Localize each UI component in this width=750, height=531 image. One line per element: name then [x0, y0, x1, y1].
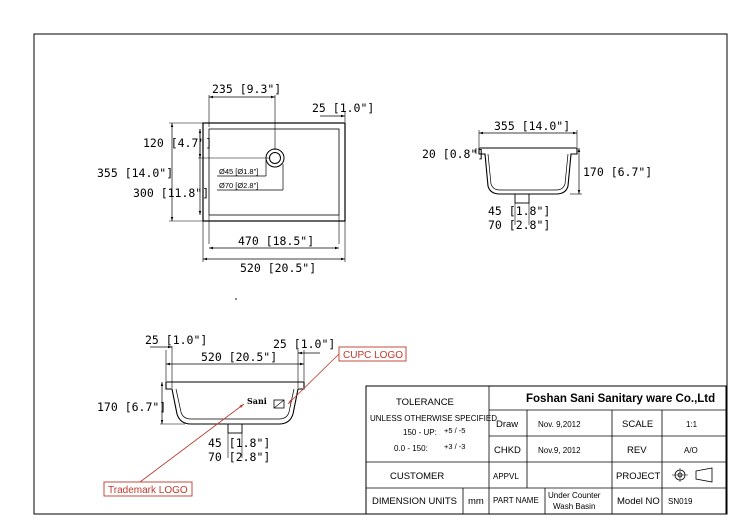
- front-dim-70-label: 70 [2.8"]: [208, 450, 270, 464]
- basin-profile-front: [165, 381, 305, 425]
- drain-stub-side: [514, 193, 530, 204]
- title-block: TOLERANCE UNLESS OTHERWISE SPECIFIED 150…: [365, 385, 727, 515]
- front-dim-170-label: 170 [6.7"]: [97, 400, 166, 414]
- side-view: 355 [14.0"] 20 [0.8"] 170 [6.7"] 45 [1.8…: [422, 119, 652, 232]
- hole-45-label: Ø45 [Ø1.8"]: [219, 167, 258, 176]
- front-dim-45-label: 45 [1.8"]: [208, 436, 270, 450]
- rev-label: REV: [627, 445, 647, 456]
- chkd-date: Nov.9, 2012: [538, 446, 581, 455]
- side-dim-70-label: 70 [2.8"]: [488, 218, 550, 232]
- model-no-label: Model NO: [617, 496, 660, 507]
- basin-outline-top: [202, 122, 346, 222]
- trademark-callout-box: [103, 481, 193, 497]
- draw-date: Nov. 9,2012: [538, 420, 581, 429]
- drain-hole-inner: [269, 152, 281, 164]
- cupc-leader: [287, 353, 340, 405]
- dim-235-label: 235 [9.3"]: [212, 82, 281, 96]
- rev-value: A/O: [684, 446, 698, 455]
- project-label: PROJECT: [616, 471, 661, 482]
- dim-300-label: 300 [11.8"]: [133, 186, 209, 200]
- cupc-callout-label: CUPC LOGO: [343, 350, 403, 361]
- dim-355-label: 355 [14.0"]: [97, 166, 173, 180]
- projection-symbol-icon: [672, 467, 713, 483]
- front-dim-520-label: 520 [20.5"]: [201, 350, 277, 364]
- cupc-logo-hatch: [273, 399, 285, 409]
- tolerance-row-2-value: +3 / -3: [444, 442, 465, 451]
- appvl-label: APPVL: [493, 472, 519, 481]
- chkd-label: CHKD: [494, 445, 521, 456]
- tolerance-heading: TOLERANCE: [396, 397, 454, 408]
- drain-stub-front: [227, 423, 243, 434]
- tolerance-row-1-value: +5 / -5: [444, 426, 465, 435]
- model-no-value: SN019: [668, 497, 693, 506]
- trademark-leader: [139, 403, 245, 483]
- side-dim-170-label: 170 [6.7"]: [583, 165, 652, 179]
- dimension-units-label: DIMENSION UNITS: [372, 496, 457, 507]
- side-dim-45-label: 45 [1.8"]: [488, 204, 550, 218]
- title-block-frame: [365, 385, 727, 515]
- side-dim-355-label: 355 [14.0"]: [494, 119, 570, 133]
- customer-label: CUSTOMER: [390, 471, 444, 482]
- cupc-logo-mark: [273, 399, 285, 409]
- trademark-logo-mark: Sani: [247, 396, 267, 406]
- top-view: Ø45 [Ø1.8"] Ø70 [Ø2.8"] 235 [9.3"] 25 [1…: [97, 82, 374, 300]
- draw-label: Draw: [496, 419, 518, 430]
- part-name-label: PART NAME: [493, 496, 539, 505]
- tolerance-row-2: 0.0 - 150:: [394, 444, 428, 453]
- front-dim-25-right-label: 25 [1.0"]: [273, 337, 335, 351]
- dimension-units-value: mm: [468, 496, 484, 507]
- company-name: Foshan Sani Sanitary ware Co.,Ltd: [526, 393, 715, 405]
- dim-470-label: 470 [18.5"]: [238, 234, 314, 248]
- basin-inner-front: [175, 388, 295, 420]
- scale-label: SCALE: [622, 419, 653, 430]
- basin-inner-side: [487, 153, 569, 191]
- part-name-value-line-1: Under Counter: [548, 491, 601, 500]
- scale-value: 1:1: [686, 420, 698, 429]
- tolerance-unless: UNLESS OTHERWISE SPECIFIED: [370, 414, 497, 423]
- tolerance-row-1: 150 - UP:: [403, 428, 437, 437]
- front-view: Sani 520 [20.5"] 25 [1.0"] 25 [1.0"] 170…: [97, 333, 407, 497]
- basin-inner-top: [208, 128, 340, 216]
- side-dim-20-label: 20 [0.8"]: [422, 147, 484, 161]
- part-name-value-line-2: Wash Basin: [553, 502, 595, 511]
- dim-120-label: 120 [4.7"]: [143, 136, 212, 150]
- dim-520-label: 520 [20.5"]: [240, 261, 316, 275]
- dim-25-label: 25 [1.0"]: [312, 101, 374, 115]
- front-dim-25-left-label: 25 [1.0"]: [145, 333, 207, 347]
- basin-profile-side: [478, 147, 578, 195]
- hole-70-label: Ø70 [Ø2.8"]: [219, 181, 258, 190]
- trademark-callout-label: Trademark LOGO: [108, 485, 188, 496]
- stray-mark: [235, 298, 237, 300]
